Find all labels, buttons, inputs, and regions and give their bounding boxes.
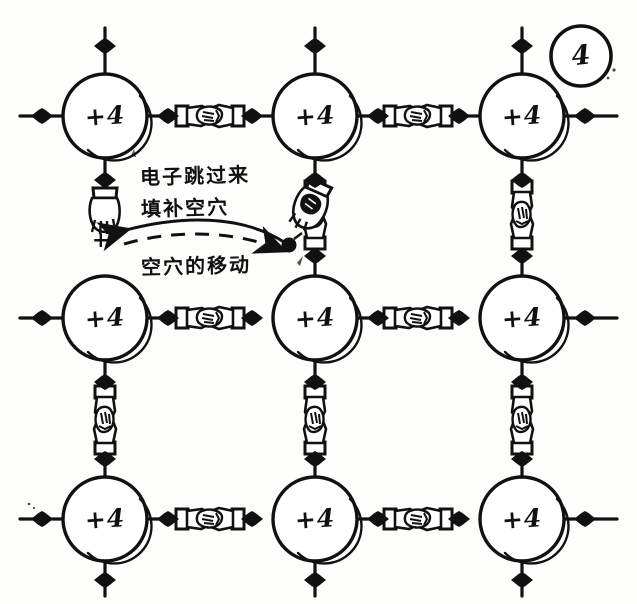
atom-core: [61, 475, 149, 563]
electron-dot-icon: [31, 310, 53, 326]
atom-core: [478, 475, 566, 563]
handshake-bond-icon: [174, 103, 246, 129]
atom-charge-label: +4: [83, 503, 127, 535]
handshake-bond-icon: [509, 179, 535, 251]
atom-core: [271, 72, 359, 160]
annotation-fills-hole: 填补空穴: [140, 194, 230, 222]
electron-dot-icon: [31, 108, 53, 124]
free-electron-dot-icon: [281, 232, 303, 253]
hole-positive-sign: +: [92, 228, 110, 252]
handshake-bond-icon: [302, 384, 328, 456]
handshake-bond-icon: [92, 384, 118, 456]
atom-charge-label: +4: [293, 100, 337, 132]
atom-core: [61, 274, 149, 362]
figure-number-label: 4: [570, 39, 592, 73]
motion-arrow-layer: [96, 218, 288, 254]
electron-carrying-hand-icon: [283, 175, 338, 238]
electron-dot-icon: [574, 511, 596, 527]
electron-dot-icon: [511, 38, 533, 54]
electron-dot-icon: [304, 38, 326, 54]
hole-drift-arrow: [123, 225, 288, 254]
electron-dot-icon: [304, 572, 326, 588]
handshake-bond-icon: [382, 305, 454, 331]
handshake-bond-icon: [382, 103, 454, 129]
atom-layer: [61, 72, 566, 563]
atom-core: [478, 274, 566, 362]
page-number-circle: [549, 24, 613, 88]
atom-charge-label: +4: [83, 302, 127, 334]
atom-shading-arcs: [86, 94, 570, 565]
atom-charge-label: +4: [500, 503, 544, 535]
atom-core: [478, 72, 566, 160]
handshake-bond-icon: [174, 506, 246, 532]
atom-charge-label: +4: [293, 302, 337, 334]
atom-charge-label: +4: [293, 503, 337, 535]
atom-charge-label: +4: [83, 100, 127, 132]
electron-dot-icon: [31, 511, 53, 527]
handshake-bond-icon: [174, 305, 246, 331]
handshake-bond-icon: [509, 384, 535, 456]
atom-charge-label: +4: [500, 302, 544, 334]
annotation-hole-movement: 空穴的移动: [140, 252, 252, 280]
paper-artifacts: [27, 68, 616, 510]
electron-dot-icon: [94, 38, 116, 54]
electron-dot-icon: [574, 108, 596, 124]
electron-dot-icon: [94, 172, 116, 188]
atom-core: [61, 72, 149, 160]
electron-dot-icon: [94, 572, 116, 588]
atom-core: [271, 274, 359, 362]
handshake-bond-icon: [382, 506, 454, 532]
atom-core: [271, 475, 359, 563]
atom-charge-label: +4: [500, 100, 544, 132]
electron-dot-icon: [574, 310, 596, 326]
annotation-electron-jumps: 电子跳过来: [139, 162, 251, 190]
electron-dot-icon: [511, 572, 533, 588]
